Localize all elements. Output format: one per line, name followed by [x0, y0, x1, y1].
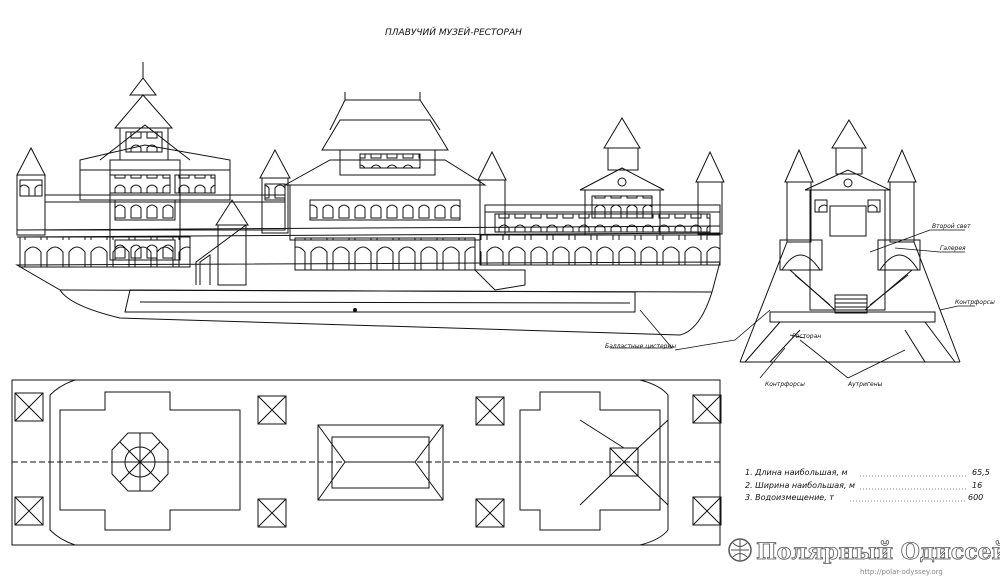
spec-value: 16 — [972, 481, 982, 490]
watermark-title: Полярный Одиссей — [756, 539, 1000, 565]
spec-row: 3. Водоизмещение, т 600 — [745, 493, 983, 502]
label-gallery: Галерея — [940, 245, 966, 252]
watermark: Полярный Одиссей http://polar-odyssey.or… — [728, 538, 1000, 576]
spec-name: 2. Ширина наибольшая, м — [745, 481, 855, 490]
watermark-url: http://polar-odyssey.org — [860, 568, 943, 576]
side-elevation — [15, 62, 725, 336]
label-restaurant: Ресторан — [792, 333, 821, 340]
plan-view — [11, 379, 722, 546]
label-buttresses-right: Контрфорсы — [955, 299, 995, 306]
specs-table: 1. Длина наибольшая, м 65,5 2. Ширина на… — [745, 468, 990, 502]
label-ballast: Балластные цистерны — [605, 343, 676, 350]
spec-name: 3. Водоизмещение, т — [745, 493, 834, 502]
front-elevation — [739, 119, 961, 363]
spec-value: 65,5 — [972, 468, 990, 477]
spec-row: 2. Ширина наибольшая, м 16 — [745, 481, 982, 490]
drawing-title: ПЛАВУЧИЙ МУЗЕЙ-РЕСТОРАН — [385, 26, 522, 38]
ballast-pontoon — [124, 289, 636, 313]
spec-row: 1. Длина наибольшая, м 65,5 — [745, 468, 990, 477]
plan-hull — [11, 379, 721, 546]
label-second-light: Второй свет — [932, 223, 971, 230]
hull-outline — [15, 261, 721, 336]
spec-value: 600 — [968, 493, 983, 502]
label-outriggers: Аутригены — [847, 381, 883, 388]
label-buttresses-bottom: Контрфорсы — [765, 381, 805, 388]
spec-name: 1. Длина наибольшая, м — [745, 468, 848, 477]
